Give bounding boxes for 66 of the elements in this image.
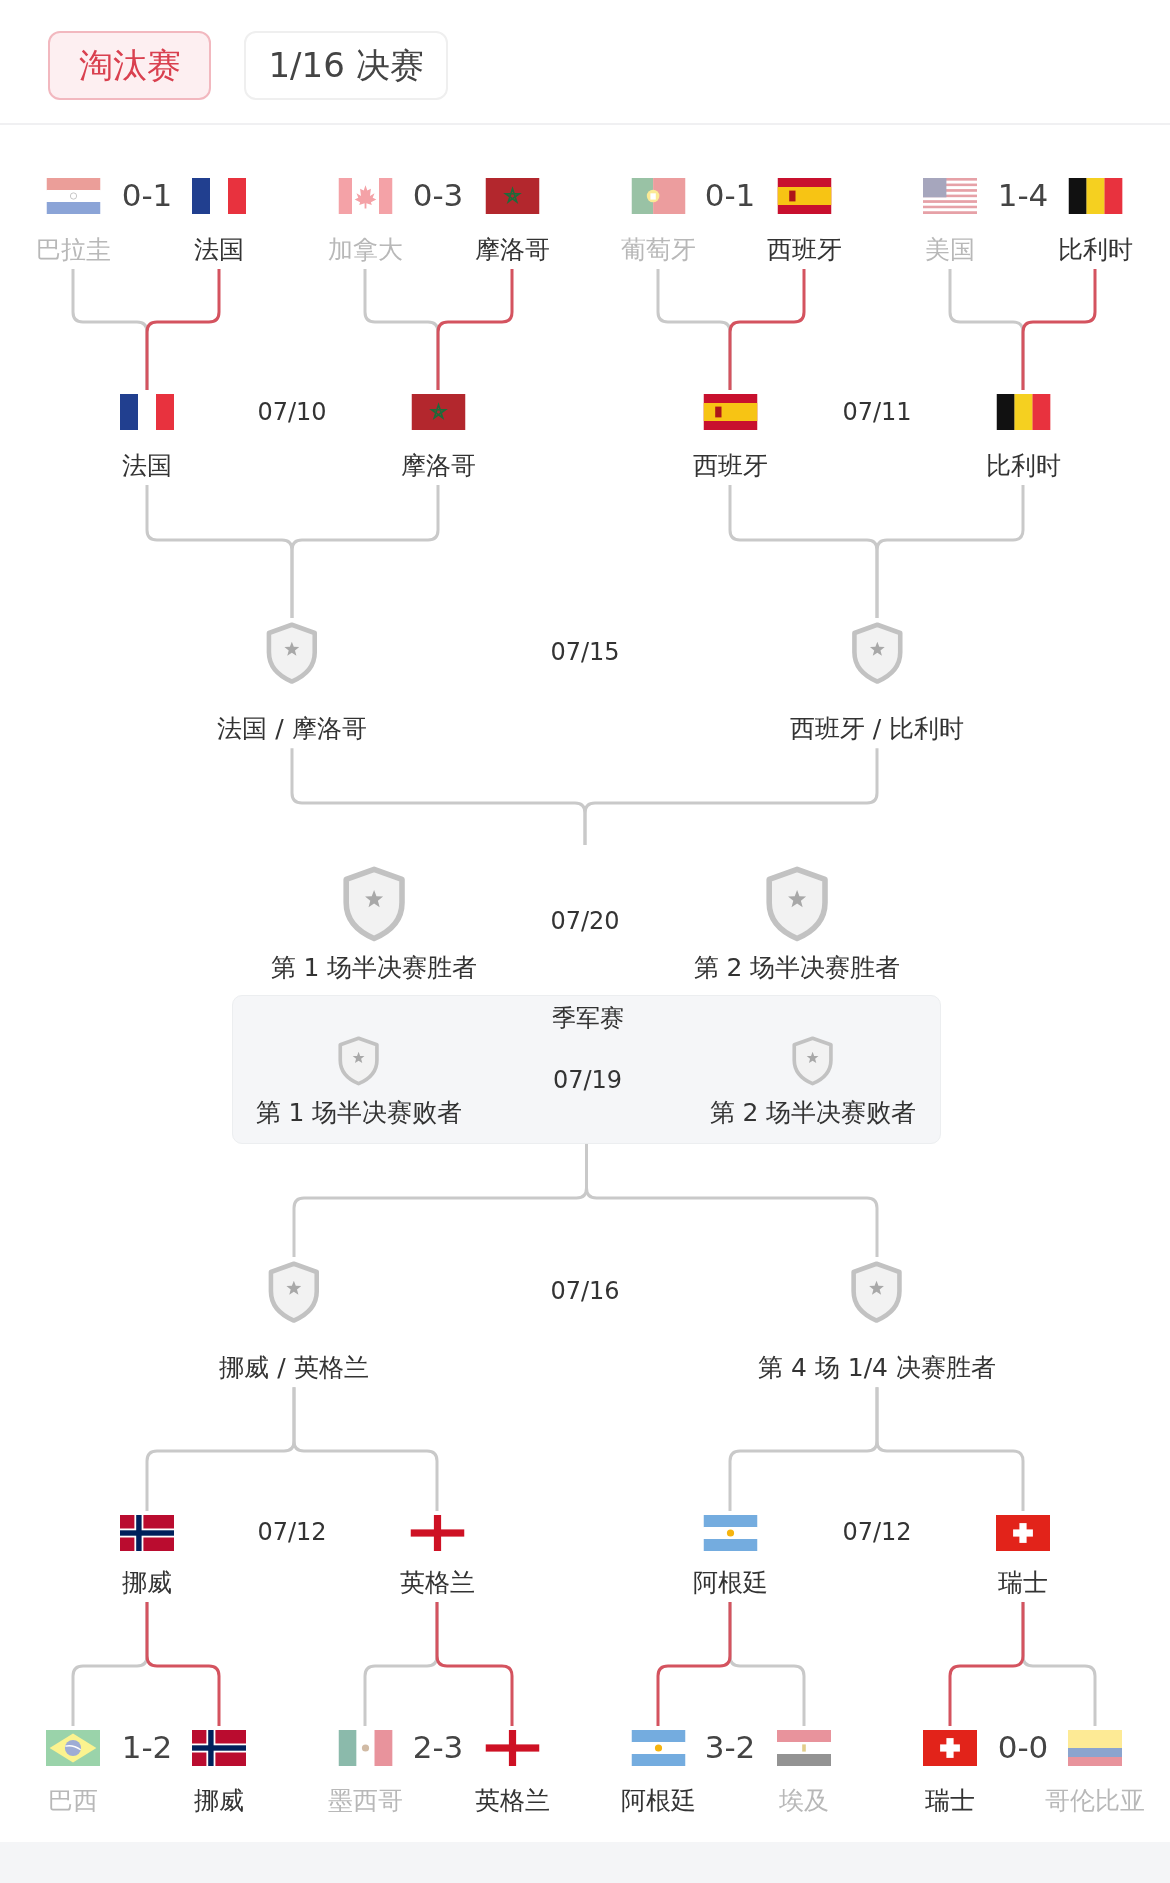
- slot-label: 第 2 场半决赛败者: [709, 1097, 917, 1128]
- team-name: 法国: [194, 235, 244, 265]
- score: 0-3: [412, 177, 464, 215]
- team-name: 阿根廷: [620, 1786, 696, 1816]
- bracket-line: [145, 269, 221, 390]
- match-date: 07/11: [842, 397, 912, 427]
- score: 0-1: [704, 177, 756, 215]
- score: 1-2: [121, 1729, 173, 1767]
- score: 1-4: [997, 177, 1049, 215]
- slot-label: 第 1 场半决赛胜者: [270, 952, 478, 983]
- slot-label: 挪威 / 英格兰: [219, 1353, 369, 1384]
- bracket-line: [656, 1602, 732, 1726]
- bracket-line: [290, 485, 440, 618]
- team-name: 葡萄牙: [620, 235, 696, 265]
- team-name: 巴西: [48, 1786, 98, 1816]
- bracket-line: [1021, 269, 1097, 390]
- bracket-line: [436, 269, 514, 390]
- team-name: 埃及: [779, 1786, 829, 1816]
- team-name: 瑞士: [998, 1568, 1048, 1598]
- bracket-line: [875, 485, 1025, 618]
- team-name: 墨西哥: [327, 1786, 403, 1816]
- team-name: 美国: [925, 235, 975, 265]
- tab: 淘汰赛: [48, 31, 211, 100]
- score: 2-3: [412, 1729, 464, 1767]
- match-date: 07/15: [550, 637, 620, 667]
- match-date: 07/19: [552, 1065, 623, 1095]
- team-name: 阿根廷: [692, 1568, 768, 1598]
- bracket-line: [728, 269, 806, 390]
- team-name: 瑞士: [925, 1786, 975, 1816]
- team-name: 西班牙: [766, 235, 842, 265]
- bracket-line: [145, 1602, 221, 1726]
- team-name: 摩洛哥: [474, 235, 550, 265]
- slot-label: 西班牙 / 比利时: [789, 714, 965, 745]
- team-name: 比利时: [985, 451, 1061, 481]
- team-name: 加拿大: [327, 235, 403, 265]
- team-name: 比利时: [1057, 235, 1133, 265]
- match-panel: [232, 995, 941, 1144]
- team-name: 摩洛哥: [400, 451, 476, 481]
- team-name: 英格兰: [399, 1568, 475, 1598]
- slot-label: 法国 / 摩洛哥: [217, 714, 367, 745]
- bracket-line: [948, 1602, 1025, 1726]
- team-name: 英格兰: [474, 1786, 550, 1816]
- team-name: 巴拉圭: [35, 235, 111, 265]
- match-date: 07/12: [257, 1517, 327, 1547]
- match-date: 07/10: [257, 397, 327, 427]
- match-date: 07/12: [842, 1517, 912, 1547]
- slot-label: 第 4 场 1/4 决赛胜者: [758, 1353, 996, 1384]
- team-name: 哥伦比亚: [1045, 1786, 1145, 1816]
- score: 0-1: [121, 177, 173, 215]
- bracket-line: [585, 1144, 879, 1257]
- score: 3-2: [704, 1729, 756, 1767]
- tab: 1/16 决赛: [244, 31, 448, 100]
- bracket-line: [583, 748, 879, 845]
- bracket-line: [292, 1387, 439, 1511]
- team-name: 法国: [122, 451, 172, 481]
- slot-label: 第 1 场半决赛败者: [255, 1097, 463, 1128]
- bracket-line: [875, 1387, 1025, 1511]
- team-name: 西班牙: [692, 451, 768, 481]
- score: 0-0: [997, 1729, 1049, 1767]
- team-name: 挪威: [194, 1786, 244, 1816]
- match-date: 07/16: [550, 1276, 620, 1306]
- bracket-line: [435, 1602, 514, 1726]
- match-date: 07/20: [550, 906, 620, 936]
- panel-title: 季军赛: [551, 1003, 624, 1033]
- slot-label: 第 2 场半决赛胜者: [693, 952, 901, 983]
- team-name: 挪威: [122, 1568, 172, 1598]
